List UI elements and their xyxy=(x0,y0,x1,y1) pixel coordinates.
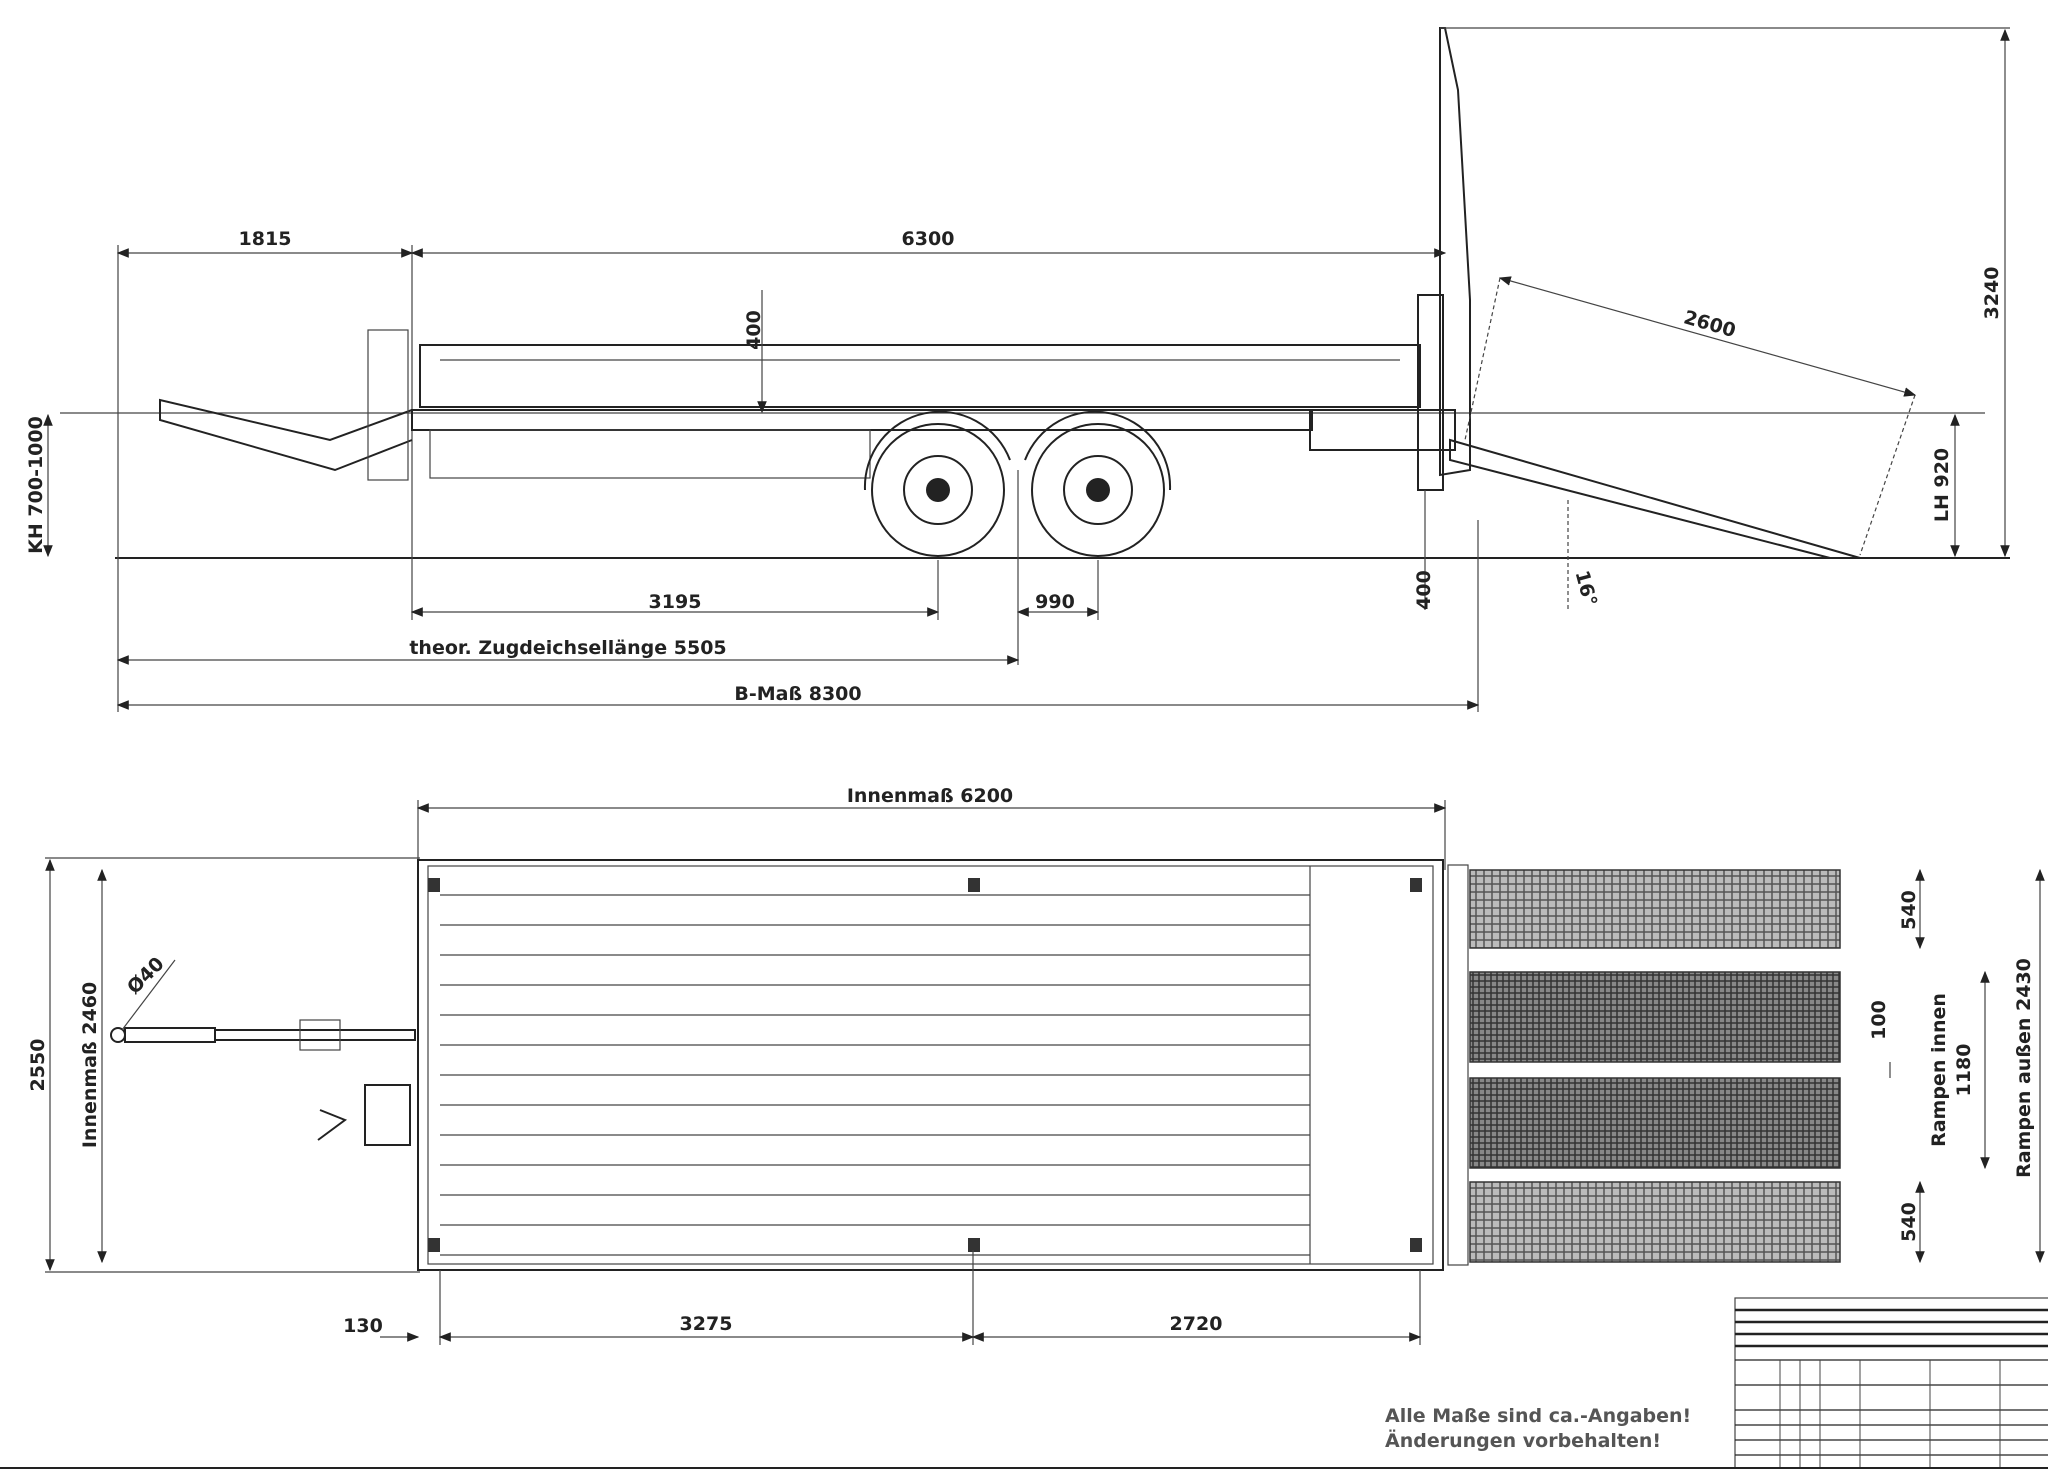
dim-front-to-axle: 3275 xyxy=(680,1313,733,1335)
dim-total-height: 3240 xyxy=(1981,267,2003,320)
dim-drawbar: 1815 xyxy=(239,228,292,250)
ramp-inner-bottom xyxy=(1469,1077,1841,1169)
dim-ramp-outer: Rampen außen 2430 xyxy=(2013,958,2035,1178)
ramp-lowered xyxy=(1449,438,1861,559)
dim-axle-front: 3195 xyxy=(649,591,702,613)
dim-ramp-angle: 16° xyxy=(1571,568,1602,608)
dim-ramp-width-bottom: 540 xyxy=(1898,1202,1920,1242)
ramp-post xyxy=(1417,294,1444,491)
wheel-front xyxy=(871,423,1005,557)
note-approximate: Alle Maße sind ca.-Angaben! xyxy=(1385,1405,1691,1427)
dim-ramp-width-top: 540 xyxy=(1898,890,1920,930)
top-view: Innenmaß 6200 2550 Innenmaß 2460 xyxy=(27,785,2045,1345)
drawbar-top xyxy=(110,1019,416,1146)
ramps-top xyxy=(1447,864,1841,1266)
dim-theoretical-drawbar: theor. Zugdeichsellänge 5505 xyxy=(409,637,726,659)
dim-deck-length: 6300 xyxy=(902,228,955,250)
dim-axle-to-rear: 2720 xyxy=(1170,1313,1223,1335)
side-view: 1815 6300 400 KH 700-1000 3195 990 theor… xyxy=(25,27,2010,712)
dim-ramp-gap: 100 xyxy=(1868,1000,1890,1040)
dim-ground-clearance: 400 xyxy=(1413,570,1435,610)
dim-ramp-inner-label: Rampen innen xyxy=(1928,993,1950,1147)
dim-eye-diameter: Ø40 xyxy=(123,953,169,999)
dim-loading-height: LH 920 xyxy=(1931,448,1953,522)
dim-axle-spacing: 990 xyxy=(1035,591,1075,613)
trailer-side xyxy=(159,27,1916,559)
dim-inner-length: Innenmaß 6200 xyxy=(847,785,1013,807)
dim-outer-width: 2550 xyxy=(27,1039,49,1092)
title-block xyxy=(1734,1297,2048,1469)
dim-side-height: 400 xyxy=(743,310,765,350)
ramp-outer-bottom xyxy=(1469,1181,1841,1263)
drawbar xyxy=(159,398,413,472)
dim-inner-width: Innenmaß 2460 xyxy=(79,982,101,1148)
deck-top xyxy=(417,859,1444,1271)
note-changes: Änderungen vorbehalten! xyxy=(1385,1428,1661,1452)
dim-coupling-height: KH 700-1000 xyxy=(25,416,47,554)
wheel-rear xyxy=(1031,423,1165,557)
ramp-outer-top xyxy=(1469,869,1841,949)
ramp-inner-top xyxy=(1469,971,1841,1063)
dim-overall-length: B-Maß 8300 xyxy=(734,683,861,705)
dim-ramp-inner-value: 1180 xyxy=(1953,1044,1975,1097)
dim-front-offset: 130 xyxy=(343,1315,383,1337)
ramp-raised xyxy=(1439,27,1471,477)
